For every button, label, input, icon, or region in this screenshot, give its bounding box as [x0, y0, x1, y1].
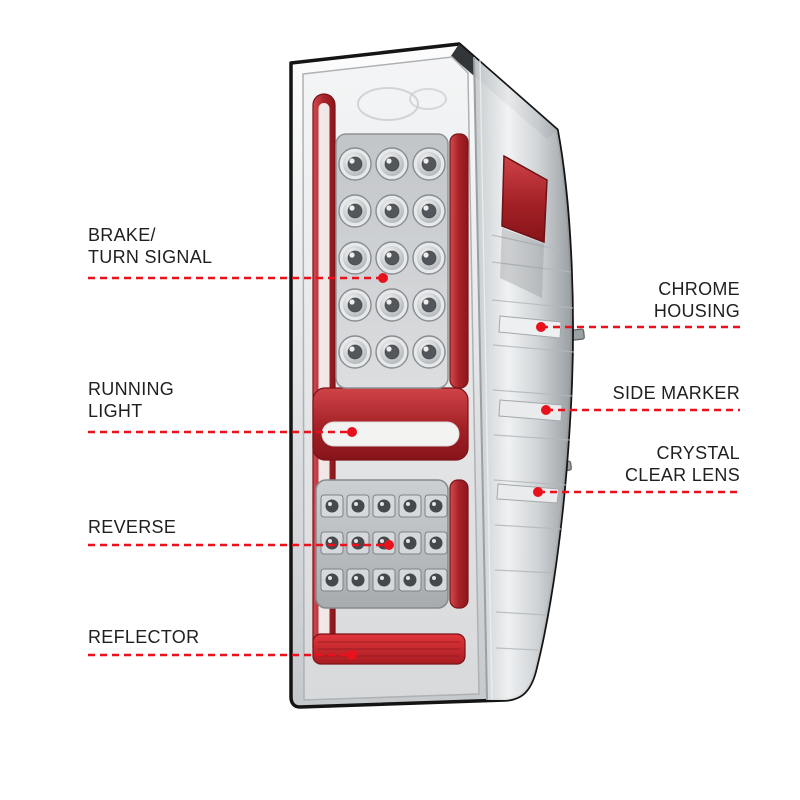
- marker-dot: [541, 405, 551, 415]
- reflector-bar: [312, 633, 466, 665]
- label-line: CLEAR LENS: [624, 465, 740, 485]
- label-chrome-housing: CHROME HOUSING: [654, 278, 740, 322]
- reverse-red-strip: [449, 479, 469, 609]
- label-line: LIGHT: [88, 401, 143, 421]
- label-line: HOUSING: [653, 301, 740, 321]
- brake-led-grid: [335, 133, 449, 389]
- label-line: REVERSE: [88, 517, 177, 537]
- marker-dot: [347, 427, 357, 437]
- leader-crystal-clear-lens: [533, 487, 740, 497]
- side-lens-strip-upper: [498, 315, 562, 339]
- leader-reflector: [88, 650, 357, 660]
- marker-dot: [378, 273, 388, 283]
- label-line: SIDE MARKER: [612, 383, 740, 403]
- marker-dot: [384, 540, 394, 550]
- side-marker-red-lens: [501, 154, 548, 244]
- label-line: REFLECTOR: [88, 627, 200, 647]
- label-line: CRYSTAL: [656, 443, 740, 463]
- label-reverse: REVERSE: [88, 516, 176, 538]
- label-brake-turn-signal: BRAKE/ TURN SIGNAL: [88, 224, 212, 268]
- leader-side-marker: [541, 405, 740, 415]
- label-line: BRAKE/: [88, 225, 156, 245]
- label-crystal-clear-lens: CRYSTAL CLEAR LENS: [625, 442, 740, 486]
- label-line: TURN SIGNAL: [88, 247, 213, 267]
- label-line: CHROME: [658, 279, 740, 299]
- label-side-marker: SIDE MARKER: [613, 382, 740, 404]
- leader-brake-turn-signal: [88, 273, 388, 283]
- marker-dot: [347, 650, 357, 660]
- marker-dot: [536, 322, 546, 332]
- marker-dot: [533, 487, 543, 497]
- leader-reverse: [88, 540, 394, 550]
- running-light-tube: [321, 421, 460, 447]
- leader-running-light: [88, 427, 357, 437]
- label-running-light: RUNNING LIGHT: [88, 378, 174, 422]
- label-line: RUNNING: [88, 379, 175, 399]
- side-lens: [473, 56, 575, 701]
- leader-lines: [88, 273, 740, 660]
- lens-ridges: [491, 234, 575, 651]
- label-reflector: REFLECTOR: [88, 626, 199, 648]
- brake-grid-red-frame: [449, 133, 469, 389]
- leader-chrome-housing: [536, 322, 740, 332]
